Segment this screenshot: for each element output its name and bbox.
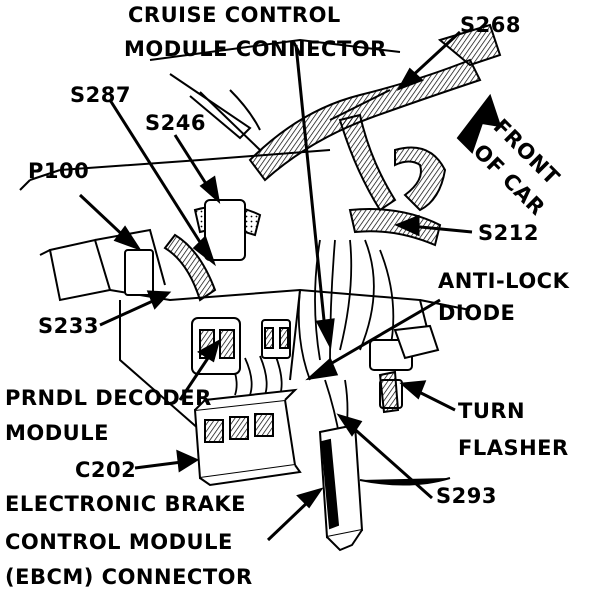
anti-lock-diode-label-line2: DIODE — [438, 301, 516, 325]
ebcm-connector — [318, 423, 451, 552]
s212-label: S212 — [478, 221, 539, 245]
ebcm-label-line2: CONTROL MODULE — [5, 530, 233, 554]
s246-label: S246 — [145, 111, 206, 135]
c202-label: C202 — [75, 458, 137, 482]
turn-flasher — [378, 324, 440, 414]
prndl-decoder-label-line1: PRNDL DECODER — [5, 386, 212, 410]
prndl-decoder-label-line2: MODULE — [5, 421, 109, 445]
s268-label: S268 — [460, 13, 521, 37]
anti-lock-diode-label-line1: ANTI-LOCK — [438, 269, 570, 293]
s233-label: S233 — [38, 314, 99, 338]
s287-label: S287 — [70, 83, 131, 107]
p100-label: P100 — [28, 159, 90, 183]
leader-arrows — [78, 30, 473, 542]
turn-flasher-label-line2: FLASHER — [458, 436, 569, 460]
s293-label: S293 — [436, 484, 497, 508]
cruise-control-label-line1: CRUISE CONTROL — [128, 3, 341, 27]
c202-connector-block — [193, 388, 302, 487]
ebcm-label-line1: ELECTRONIC BRAKE — [5, 492, 246, 516]
cruise-control-label-line2: MODULE CONNECTOR — [124, 37, 387, 61]
front-of-car-arrow — [456, 93, 502, 154]
ebcm-label-line3: (EBCM) CONNECTOR — [5, 565, 253, 589]
turn-flasher-label-line1: TURN — [458, 399, 526, 423]
